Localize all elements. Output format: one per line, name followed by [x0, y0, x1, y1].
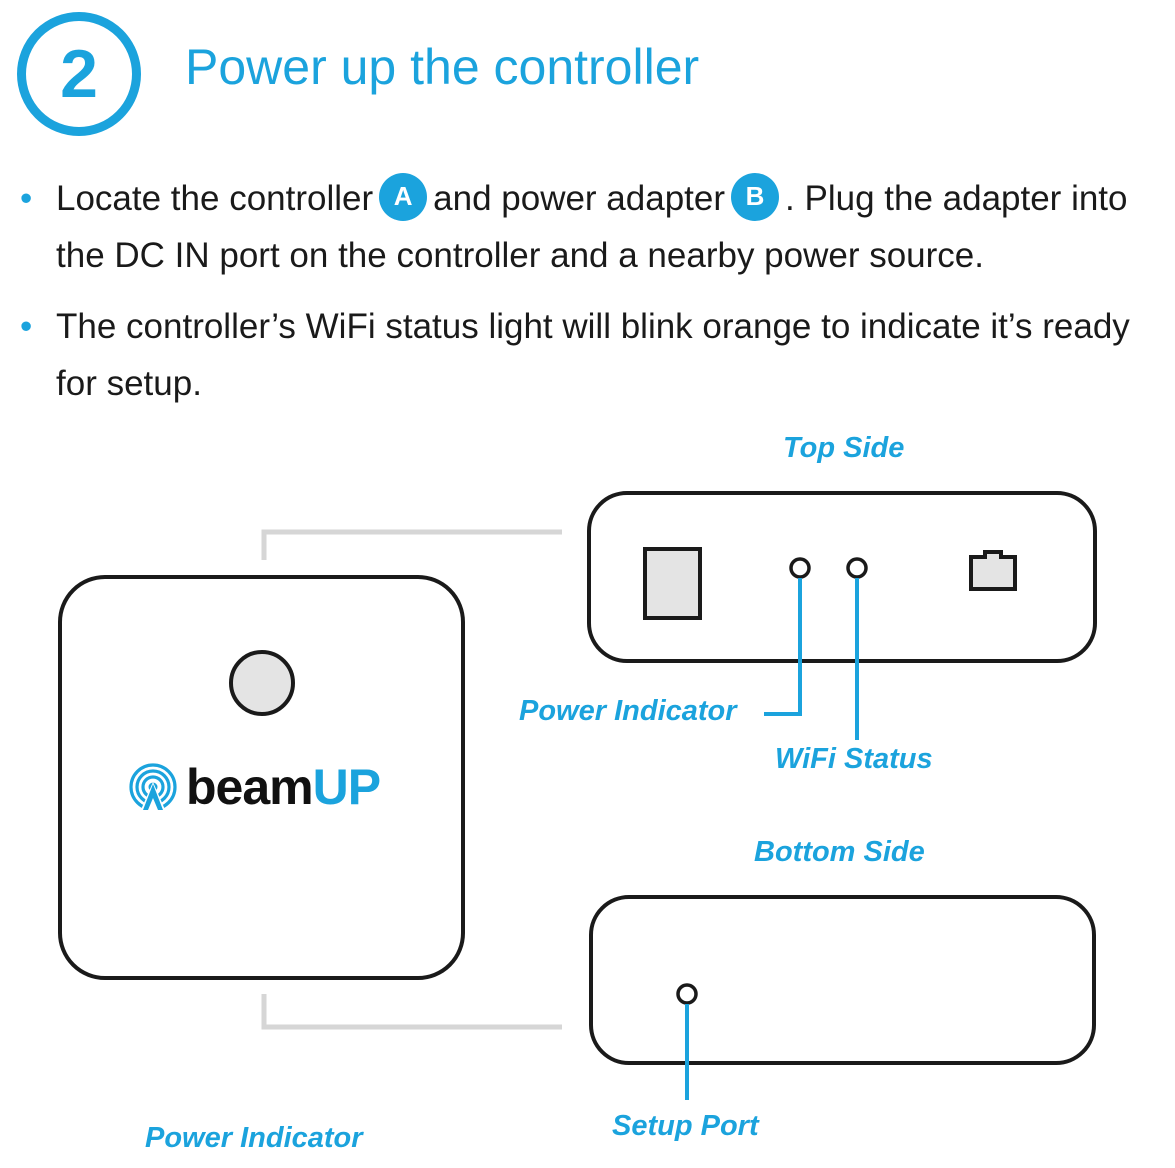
broadcast-icon: [129, 763, 177, 812]
power-indicator-light: [789, 557, 811, 579]
instruction-text-part: Locate the controller: [56, 179, 374, 218]
bullet-dot: •: [20, 179, 33, 218]
logo-wordmark-accent: UP: [312, 759, 381, 815]
instruction-text-part: and power adapter: [433, 179, 726, 218]
step-number-circle: 2: [17, 12, 141, 136]
wifi-status-light: [846, 557, 868, 579]
instruction-text-part: . Plug the adapter into the DC IN port o…: [56, 179, 1128, 275]
controller-front-body: [58, 575, 465, 980]
setup-port-label: Setup Port: [612, 1110, 759, 1142]
ethernet-port: [969, 550, 1017, 591]
power-indicator-callout: [764, 578, 802, 716]
step-title: Power up the controller: [185, 39, 700, 95]
top-side-label: Top Side: [783, 432, 905, 464]
connector-line-bottom: [261, 994, 562, 1030]
power-indicator-label: Power Indicator: [519, 695, 737, 727]
instruction-text: The controller’s WiFi status light will …: [56, 307, 1130, 403]
connector-line-top: [261, 529, 562, 560]
setup-port: [676, 983, 698, 1005]
controller-bottom-side: [589, 895, 1096, 1065]
beamup-logo: beamUP: [128, 758, 381, 816]
front-power-indicator-light: [229, 650, 295, 716]
front-power-indicator-label: Power Indicator: [145, 1122, 363, 1154]
bottom-side-label: Bottom Side: [754, 836, 925, 868]
wifi-status-label: WiFi Status: [775, 743, 933, 775]
dc-in-port: [643, 547, 702, 620]
instruction-item: • The controller’s WiFi status light wil…: [20, 298, 1170, 412]
step-number: 2: [60, 36, 98, 112]
logo-wordmark: beamUP: [186, 758, 381, 816]
bullet-dot: •: [20, 307, 33, 346]
badge-b: B: [731, 172, 780, 221]
controller-top-side: [587, 491, 1097, 663]
logo-wordmark-main: beam: [186, 759, 314, 815]
badge-a: A: [379, 172, 428, 221]
